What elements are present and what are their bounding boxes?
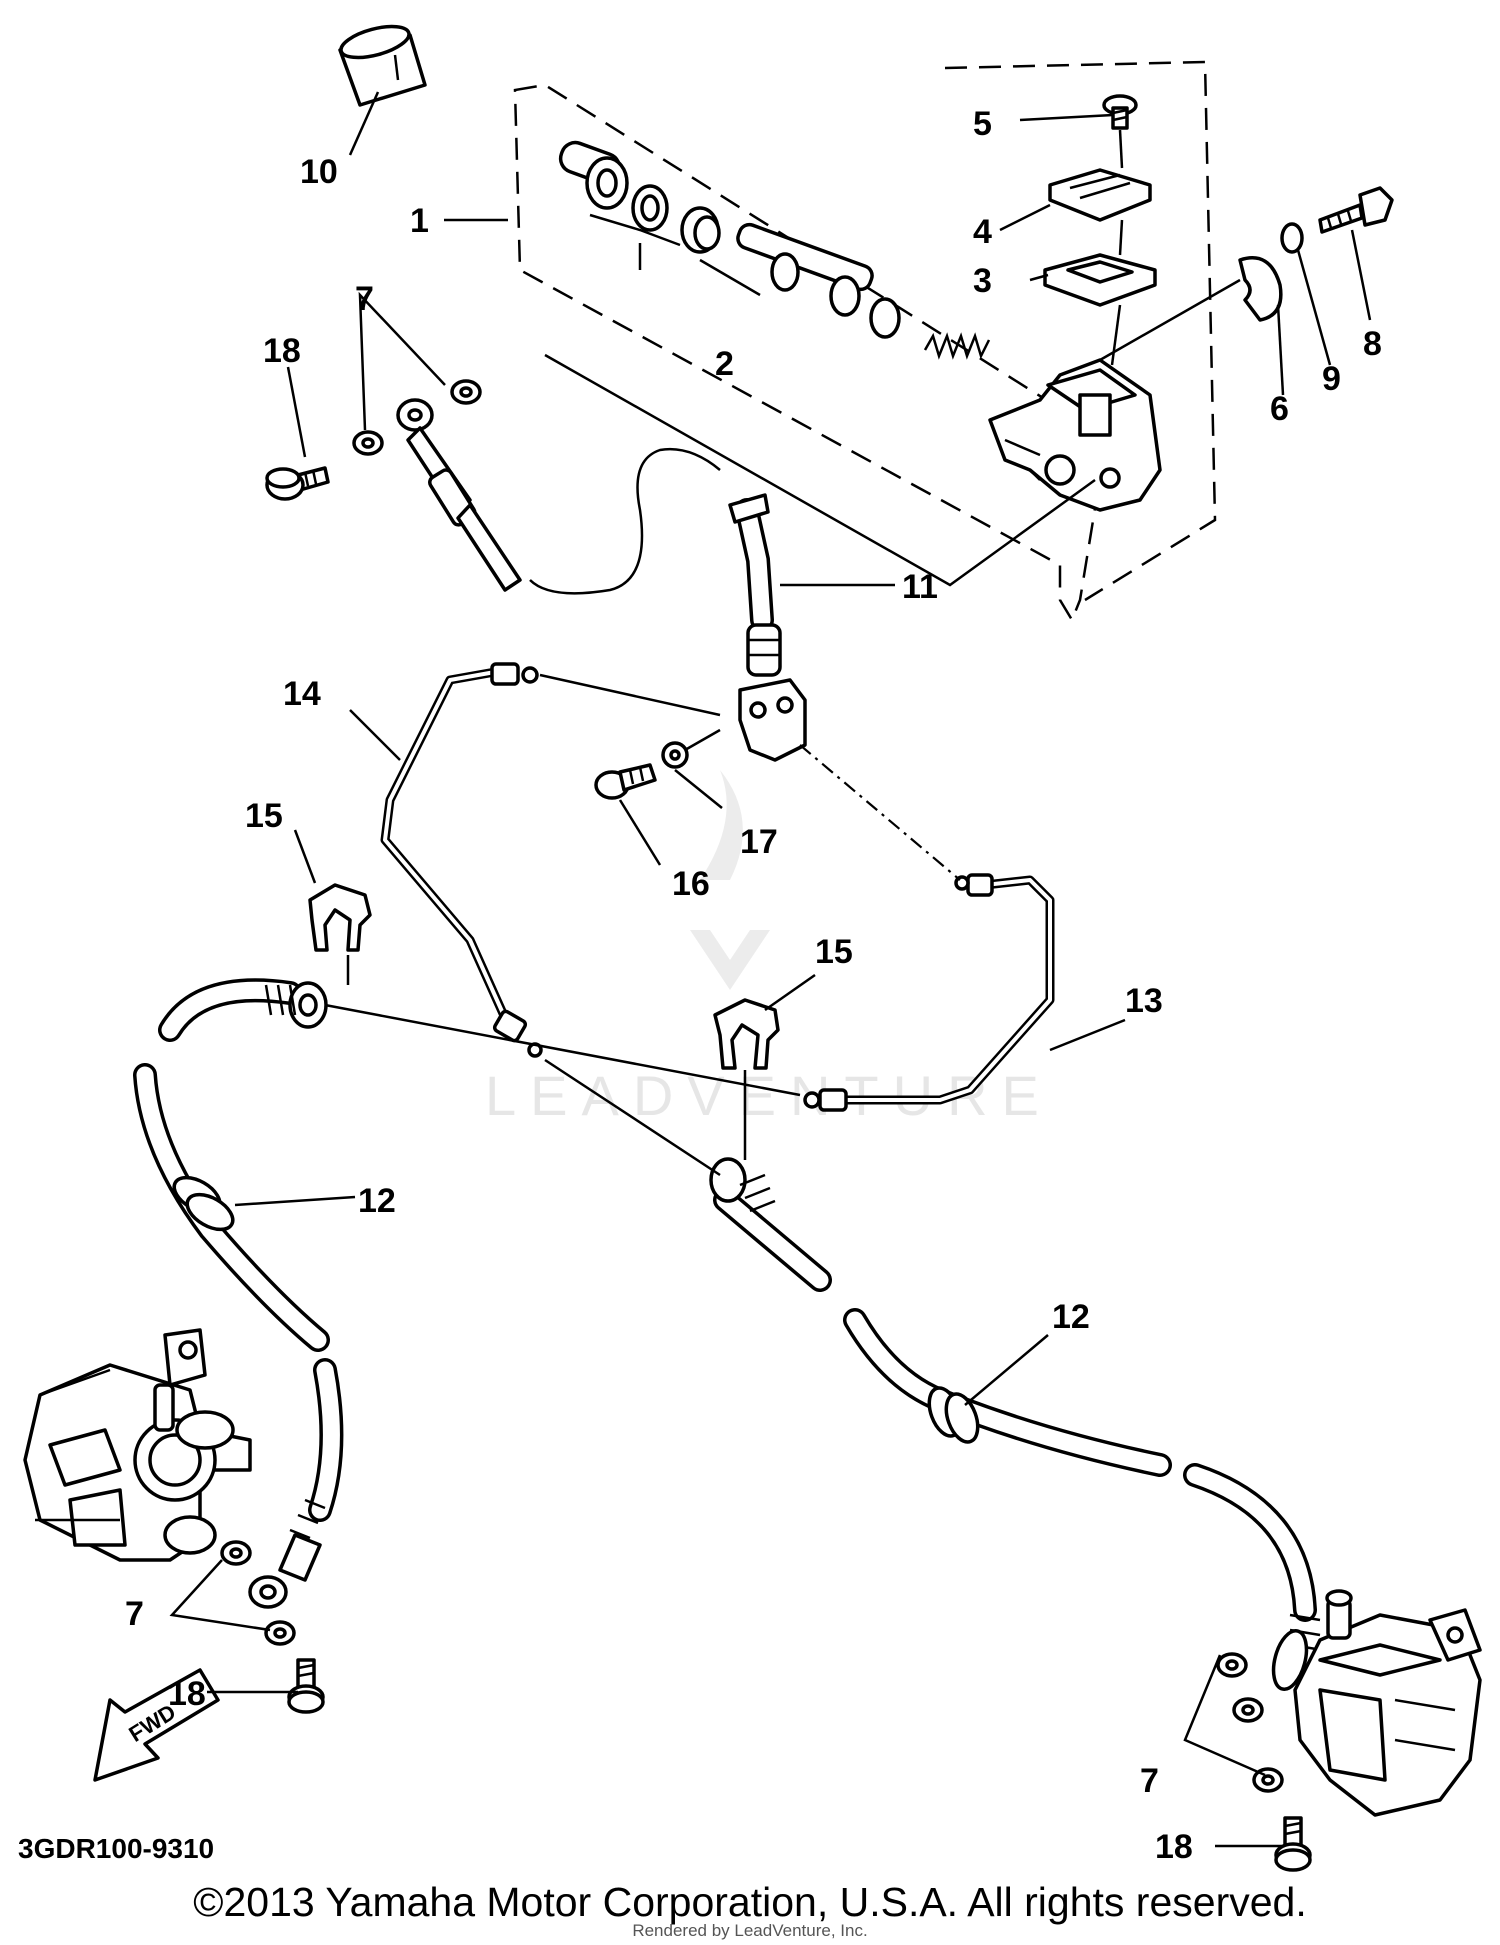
reservoir-kit-outline — [944, 60, 1217, 602]
callout-2: 2 — [715, 345, 734, 383]
copper-washer-left-b — [264, 1620, 296, 1646]
clamp-bolt — [1318, 186, 1394, 234]
pipe13-to-joint — [799, 744, 961, 881]
callout-7-left: 7 — [125, 1595, 144, 1633]
callout-17: 17 — [740, 823, 778, 861]
washer-bracket-right — [1183, 1654, 1266, 1777]
callout-12-right: 12 — [1052, 1298, 1090, 1336]
washer-bracket-upper — [358, 291, 446, 431]
joint-bolt-line — [684, 728, 721, 752]
brake-hose-left — [133, 978, 344, 1609]
master-cylinder-piston-kit — [558, 140, 991, 360]
callout-15-right: 15 — [815, 933, 853, 971]
master-kit-outline — [513, 83, 1112, 623]
callout-18-upper: 18 — [263, 332, 301, 370]
union-bolt-left — [287, 1658, 325, 1714]
callout-6: 6 — [1270, 390, 1289, 428]
callout-10: 10 — [300, 153, 338, 191]
joint-washer — [661, 741, 689, 769]
diagram-part-code: 3GDR100-9310 — [18, 1833, 214, 1864]
copyright-notice: ©2013 Yamaha Motor Corporation, U.S.A. A… — [193, 1879, 1307, 1925]
hose-left-to-pipe13 — [324, 1003, 801, 1097]
callout-16: 16 — [672, 865, 710, 903]
union-bolt-right — [1274, 1816, 1312, 1872]
callout-5: 5 — [973, 105, 992, 143]
clamp-holder — [1099, 256, 1283, 362]
callout-3: 3 — [973, 262, 992, 300]
callout-8: 8 — [1363, 325, 1382, 363]
hose-clip-left — [308, 883, 372, 952]
leader-lines — [207, 91, 1372, 1848]
three-way-joint — [738, 678, 807, 762]
master-line-to-body — [544, 353, 1096, 587]
callout-12-left: 12 — [358, 1182, 396, 1220]
reservoir-diaphragm — [1043, 253, 1157, 307]
copper-washer-upper-b — [450, 379, 482, 405]
brake-hose-upper — [728, 493, 782, 677]
master-line-connection — [529, 448, 721, 595]
copper-washer-upper-a — [352, 430, 384, 456]
copper-washer-right-a — [1216, 1652, 1248, 1678]
brake-caliper-right — [1271, 1589, 1482, 1817]
reservoir-cap — [1048, 168, 1152, 222]
brake-pipe-left — [380, 662, 543, 1058]
callout-7-right: 7 — [1140, 1762, 1159, 1800]
brake-caliper-left — [23, 1328, 252, 1562]
lever-cap — [338, 24, 427, 107]
callout-11: 11 — [902, 568, 938, 606]
callout-15-left: 15 — [245, 797, 283, 835]
callout-14: 14 — [283, 675, 321, 713]
joint-bolt — [594, 763, 657, 800]
callout-18-left: 18 — [168, 1675, 206, 1713]
brake-pipe-right — [803, 873, 1055, 1112]
union-bolt-upper — [265, 466, 330, 501]
lock-washer — [1280, 222, 1304, 254]
fwd-arrow-icon: FWD — [93, 1668, 220, 1782]
hose-right-to-pipe14 — [544, 1058, 721, 1177]
copper-washer-right-b — [1232, 1697, 1264, 1723]
copper-washer-left-a — [220, 1540, 252, 1566]
callout-18-right: 18 — [1155, 1828, 1193, 1866]
rendered-by-notice: Rendered by LeadVenture, Inc. — [632, 1921, 868, 1940]
cap-screw — [1102, 94, 1138, 366]
hose-clip-right — [713, 998, 780, 1070]
callout-4: 4 — [973, 213, 992, 251]
callout-9: 9 — [1322, 360, 1341, 398]
banjo-fitting-upper — [396, 398, 522, 592]
pipe14-to-joint — [539, 673, 721, 717]
callout-13: 13 — [1125, 982, 1163, 1020]
master-cylinder-body — [988, 358, 1162, 512]
callout-7-upper: 7 — [355, 280, 374, 318]
callout-1: 1 — [410, 202, 429, 240]
washer-bracket-left — [169, 1559, 271, 1632]
brake-hose-right — [709, 1157, 1323, 1652]
callouts: 1 2 3 4 5 6 7 8 9 10 11 12 12 13 14 15 1… — [125, 105, 1382, 1866]
